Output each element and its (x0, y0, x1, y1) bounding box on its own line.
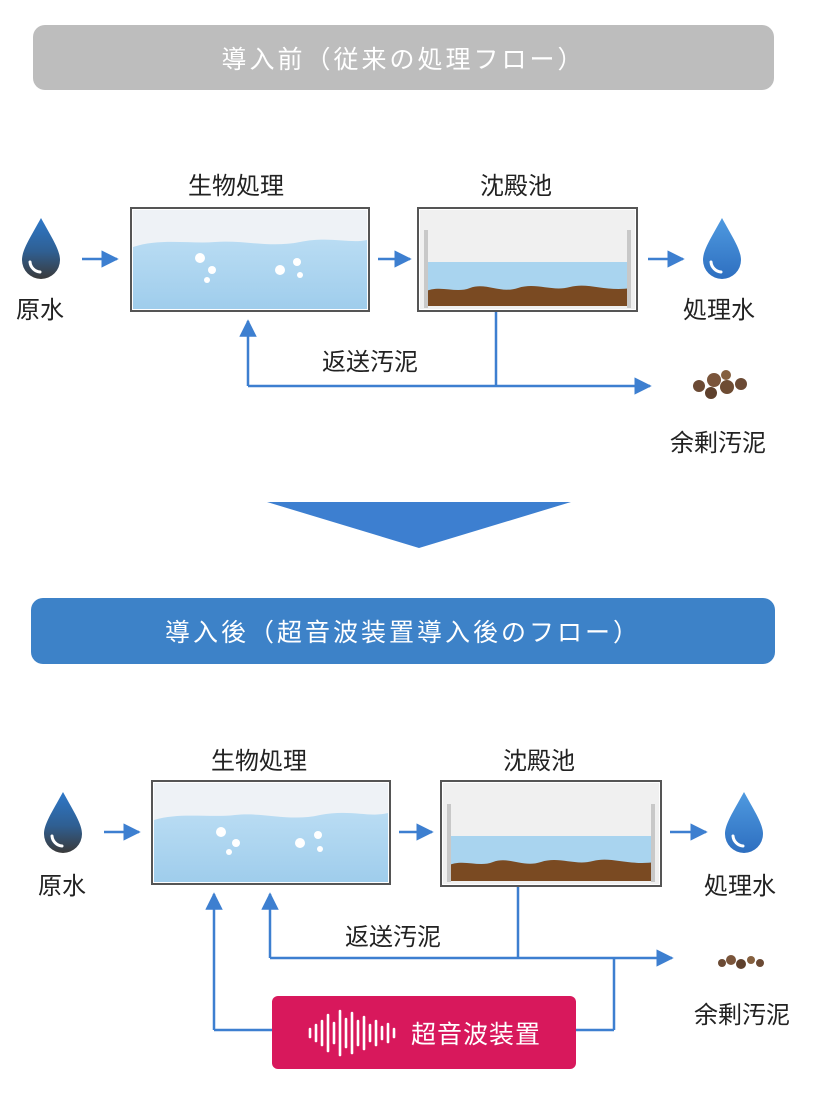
after-bio-label: 生物処理 (211, 747, 307, 775)
excess-sludge-icon (693, 370, 747, 399)
transition-arrow (267, 502, 571, 548)
before-banner: 導入前（従来の処理フロー） (33, 25, 774, 90)
excess-sludge-icon-after (718, 955, 764, 969)
after-title: 導入後（超音波装置導入後のフロー） (164, 618, 641, 647)
raw-water-drop-icon-after (44, 792, 82, 853)
before-bio-label: 生物処理 (188, 172, 284, 200)
sound-wave-icon (308, 1009, 396, 1056)
before-excess-sludge-label: 余剰汚泥 (670, 429, 766, 457)
before-raw-water-label: 原水 (16, 296, 64, 324)
before-treated-water-label: 処理水 (683, 296, 755, 324)
before-sed-label: 沈殿池 (480, 172, 552, 200)
after-sed-label: 沈殿池 (503, 747, 575, 775)
after-return-sludge-label: 返送汚泥 (345, 923, 441, 951)
ultrasonic-device: 超音波装置 (272, 996, 576, 1069)
after-raw-water-label: 原水 (38, 872, 86, 900)
treated-water-drop-icon-after (725, 792, 763, 853)
treated-water-drop-icon (703, 218, 741, 279)
after-treated-water-label: 処理水 (704, 872, 776, 900)
after-excess-sludge-label: 余剰汚泥 (694, 1001, 790, 1029)
after-banner: 導入後（超音波装置導入後のフロー） (31, 598, 775, 664)
before-return-sludge-label: 返送汚泥 (322, 348, 418, 376)
before-title: 導入前（従来の処理フロー） (221, 44, 586, 74)
ultrasonic-device-label: 超音波装置 (410, 1019, 541, 1049)
raw-water-drop-icon (22, 218, 60, 279)
